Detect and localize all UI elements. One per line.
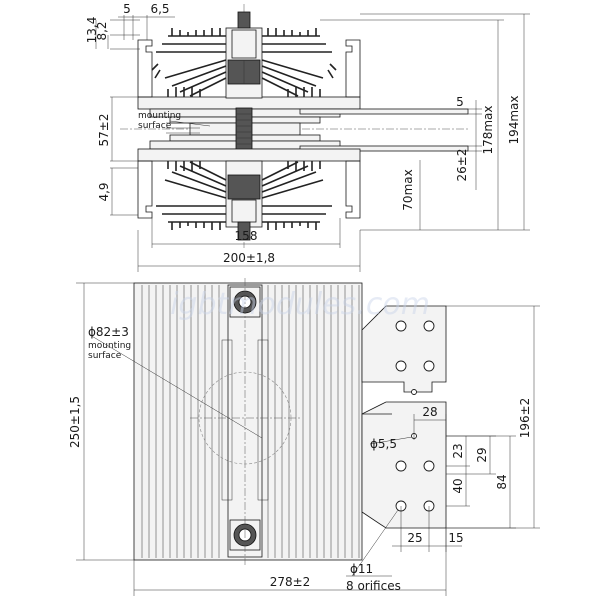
dim-196: 196±2 (518, 398, 532, 439)
dim-84: 84 (495, 474, 509, 489)
dim-250: 250±1,5 (68, 396, 82, 448)
clamping-stack (149, 107, 469, 152)
dim-15: 15 (448, 531, 463, 545)
center-stud (235, 107, 253, 151)
lower-left-flange (137, 160, 153, 219)
dim-phi11: ϕ11 (350, 562, 373, 576)
dim-5-right: 5 (456, 95, 464, 109)
lower-right-flange (345, 160, 361, 219)
bottom-view-dimensions (76, 282, 540, 596)
dim-4-9: 4,9 (97, 182, 111, 201)
dim-178: 178max (481, 105, 495, 154)
top-view-dimensions (95, 13, 530, 272)
upper-right-flange (345, 39, 361, 98)
dim-158: 158 (235, 229, 258, 243)
plan-fin-lines (141, 285, 360, 558)
upper-left-flange (137, 39, 153, 98)
lower-heatsink-base (137, 148, 361, 162)
dim-8-2: 8,2 (95, 21, 109, 40)
bottom-bolt (227, 174, 261, 241)
top-bolt-head (237, 11, 251, 29)
upper-right-fins (261, 28, 337, 97)
upper-heatsink-base (137, 96, 361, 110)
dim-28: 28 (422, 405, 437, 419)
dim-194: 194max (507, 95, 521, 144)
terminal-upper (361, 305, 447, 395)
lower-terminal-tab (299, 145, 469, 152)
lower-left-fins (156, 161, 227, 230)
dim-40: 40 (451, 478, 465, 493)
upper-base-fins (167, 87, 321, 97)
top-bolt (227, 11, 261, 85)
dim-70: 70max (401, 169, 415, 210)
upper-left-fins (151, 28, 227, 97)
dim-orifices: 8 orifices (346, 579, 401, 593)
lower-right-fins (261, 161, 332, 230)
bottom-bolt-head (237, 221, 251, 241)
mounting-label-top-2: surface (138, 121, 172, 131)
dim-phi82: ϕ82±3 (88, 325, 129, 339)
bottom-bolt-body (231, 199, 257, 223)
top-view: 13,4 8,2 5 6,5 57±2 4,9 158 200±1,8 5 26… (85, 2, 530, 272)
mounting-label-bottom-2: surface (88, 351, 122, 361)
dim-25: 25 (407, 531, 422, 545)
upper-terminal-tab (299, 108, 469, 115)
bottom-view: igbtmodules.com ϕ82±3 mounting surface 2… (68, 278, 540, 596)
dim-5-top: 5 (123, 2, 131, 16)
top-bolt-body (231, 29, 257, 59)
dim-phi5-5: ϕ5,5 (370, 437, 397, 451)
dim-200: 200±1,8 (223, 251, 275, 265)
mounting-label-bottom-1: mounting (88, 341, 131, 351)
dim-29: 29 (475, 447, 489, 462)
dim-57: 57±2 (97, 114, 111, 147)
mounting-label-top-1: mounting (138, 111, 181, 121)
bottom-nut (227, 174, 261, 200)
dim-6-5: 6,5 (150, 2, 169, 16)
lower-base-fins (167, 161, 321, 171)
dim-23: 23 (451, 443, 465, 458)
dim-278: 278±2 (270, 575, 311, 589)
dim-13-4: 13,4 (85, 17, 99, 44)
terminal-lower (361, 401, 447, 529)
watermark: igbtmodules.com (170, 287, 430, 322)
dim-26: 26±2 (455, 149, 469, 182)
